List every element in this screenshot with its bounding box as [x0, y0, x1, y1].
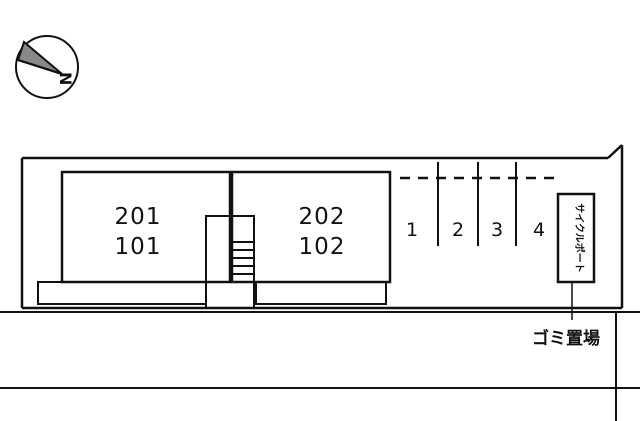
building-right — [230, 170, 392, 305]
north-label: N — [56, 72, 75, 85]
unit-101: 101 — [115, 234, 162, 260]
unit-201: 201 — [115, 204, 162, 230]
unit-102: 102 — [299, 234, 346, 260]
parking-space-2: 2 — [452, 219, 464, 241]
parking-space-4: 4 — [533, 219, 545, 241]
bicycle-port — [556, 192, 596, 320]
staircase — [205, 172, 255, 309]
parking-space-3: 3 — [491, 219, 503, 241]
parking-area — [400, 162, 556, 246]
site-boundary — [20, 144, 624, 310]
bicycle-port-label: サイクルポート — [573, 203, 586, 273]
compass: N — [15, 35, 79, 99]
road — [0, 311, 640, 421]
north-arrow-icon — [16, 40, 63, 75]
unit-202: 202 — [299, 204, 346, 230]
parking-space-1: 1 — [406, 219, 418, 241]
garbage-area-label: ゴミ置場 — [532, 328, 600, 349]
